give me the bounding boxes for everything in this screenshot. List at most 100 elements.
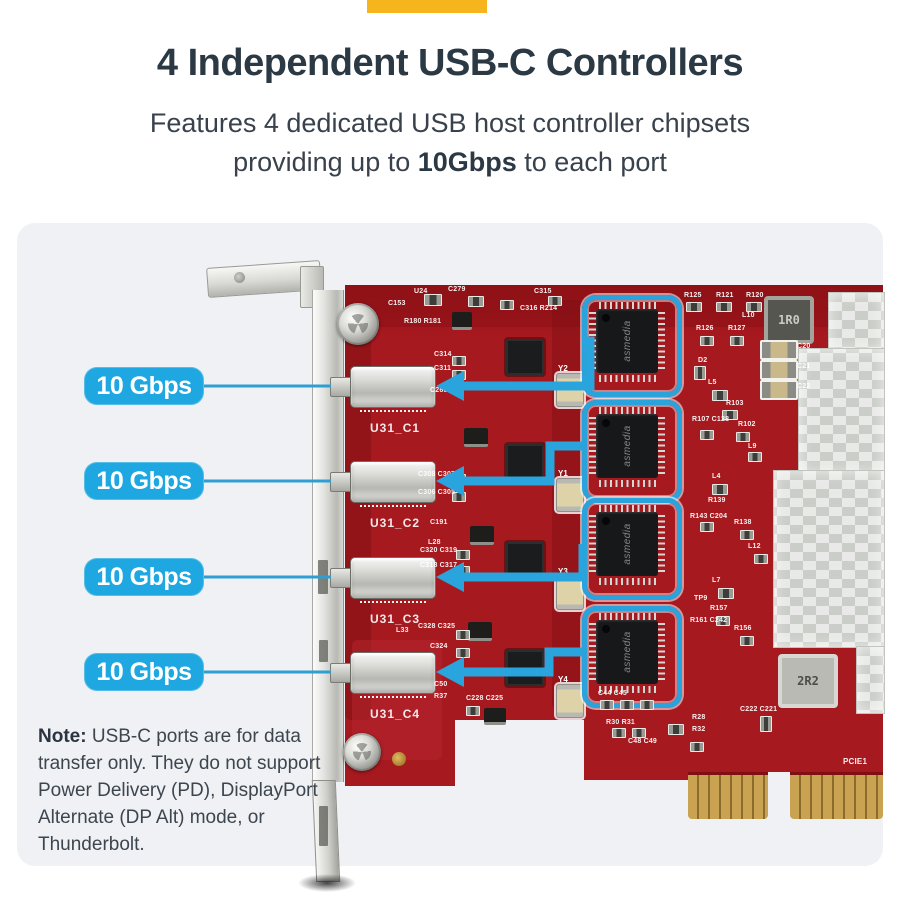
silkscreen-label: C328 C325	[418, 623, 456, 630]
chip-pins	[589, 416, 596, 474]
silkscreen-label: L7	[712, 577, 721, 584]
smd-component	[700, 430, 714, 440]
qfn-chip	[506, 542, 544, 578]
subtitle: Features 4 dedicated USB host controller…	[0, 104, 900, 182]
chip-pins	[599, 613, 657, 620]
note-text: Note: USB-C ports are for data transfer …	[38, 724, 326, 859]
capacitor	[760, 380, 798, 400]
smd-component	[712, 484, 728, 495]
chip-pins	[599, 375, 657, 382]
speed-callout-pill: 10 Gbps	[84, 653, 204, 691]
smd-component	[740, 530, 754, 540]
smd-component	[466, 706, 480, 716]
capacitor	[760, 360, 798, 380]
port-silkscreen-label: U31_C4	[370, 707, 421, 721]
silkscreen-label: C314	[434, 351, 452, 358]
port-solder-pins	[360, 696, 426, 698]
silkscreen-label: R107 C128	[692, 416, 730, 423]
port-silkscreen-label: U31_C1	[370, 421, 421, 435]
chip-pin1-dot	[602, 625, 610, 633]
heatsink	[798, 348, 885, 474]
smd-component	[668, 724, 684, 735]
silkscreen-label: L4	[712, 473, 721, 480]
silkscreen-label: C22	[797, 383, 811, 390]
crystal-oscillator	[554, 371, 586, 409]
subtitle-line2-pre: providing up to	[233, 147, 418, 178]
silkscreen-label: U24	[414, 288, 428, 295]
bracket-marking	[319, 640, 328, 662]
chip-pins	[599, 578, 657, 585]
chip-pins	[599, 407, 657, 414]
chip-pins	[599, 480, 657, 487]
smd-component	[452, 356, 466, 366]
silkscreen-label: C228 C225	[466, 695, 504, 702]
speed-callout-pill: 10 Gbps	[84, 558, 204, 596]
smd-component	[700, 522, 714, 532]
bracket-bar	[312, 290, 344, 782]
silkscreen-label: R121	[716, 292, 734, 299]
inductor-1r0: 1R0	[764, 296, 814, 344]
smd-component	[754, 554, 768, 564]
crystal-oscillator	[554, 476, 586, 514]
bracket-marking	[318, 560, 328, 594]
smd-component	[686, 302, 702, 312]
silkscreen-label: C316 R214	[520, 305, 558, 312]
chip-pins	[658, 514, 665, 572]
silkscreen-label: R157	[710, 605, 728, 612]
chip-pins	[658, 622, 665, 680]
port-solder-pins	[360, 410, 426, 412]
mounting-screw	[343, 733, 381, 771]
brand-accent-bar	[367, 0, 487, 13]
silkscreen-label: R102	[738, 421, 756, 428]
page-title: 4 Independent USB-C Controllers	[156, 42, 744, 84]
smd-component	[640, 700, 654, 710]
silkscreen-label: L10	[742, 312, 755, 319]
smd-component	[718, 588, 734, 599]
pcie-gold-fingers	[688, 772, 768, 819]
crystal-label: Y2	[558, 364, 568, 373]
pcie-gold-fingers	[790, 772, 883, 819]
smd-component	[730, 336, 744, 346]
silkscreen-label: L12	[748, 543, 761, 550]
inductor-2r2: 2R2	[778, 654, 838, 708]
silkscreen-label: C308 C307	[418, 471, 456, 478]
silkscreen-label: R125	[684, 292, 702, 299]
silkscreen-label: R120	[746, 292, 764, 299]
note-body: USB-C ports are for data transfer only. …	[38, 726, 321, 855]
silkscreen-label: C222 C221	[740, 706, 778, 713]
smd-component	[712, 390, 728, 401]
silkscreen-label: D2	[698, 357, 708, 364]
smd-component	[456, 630, 470, 640]
smd-component	[748, 452, 762, 462]
subtitle-line2-post: to each port	[516, 147, 667, 178]
silkscreen-label: R161 C242	[690, 617, 728, 624]
smd-component	[620, 700, 634, 710]
silkscreen-label: R138	[734, 519, 752, 526]
usb-c-port-3	[350, 557, 436, 599]
silkscreen-label: C20	[797, 343, 811, 350]
port-solder-pins	[360, 505, 426, 507]
silkscreen-label: R30 R31	[606, 719, 636, 726]
smd-component	[632, 728, 646, 738]
silkscreen-label: C279	[448, 286, 466, 293]
subtitle-line1: Features 4 dedicated USB host controller…	[149, 108, 751, 138]
mounting-screw	[337, 303, 379, 345]
silkscreen-label: R126	[696, 325, 714, 332]
port-silkscreen-label: U31_C2	[370, 516, 421, 530]
silkscreen-label: L28	[428, 539, 441, 546]
silkscreen-label: TP9	[694, 595, 708, 602]
silkscreen-label: C191	[430, 519, 448, 526]
silkscreen-label: C320 C319	[420, 547, 458, 554]
qfn-chip	[506, 444, 544, 480]
silkscreen-label: C50	[434, 681, 448, 688]
silkscreen-label: C48 C49	[628, 738, 658, 745]
capacitor	[760, 340, 798, 360]
silkscreen-label: C324	[430, 643, 448, 650]
silkscreen-label: C44 C45	[598, 690, 628, 697]
silkscreen-label: C268	[430, 387, 448, 394]
silkscreen-label: L9	[748, 443, 757, 450]
crystal-oscillator	[554, 682, 586, 720]
crystal-oscillator	[554, 574, 586, 612]
smd-component	[456, 550, 470, 560]
